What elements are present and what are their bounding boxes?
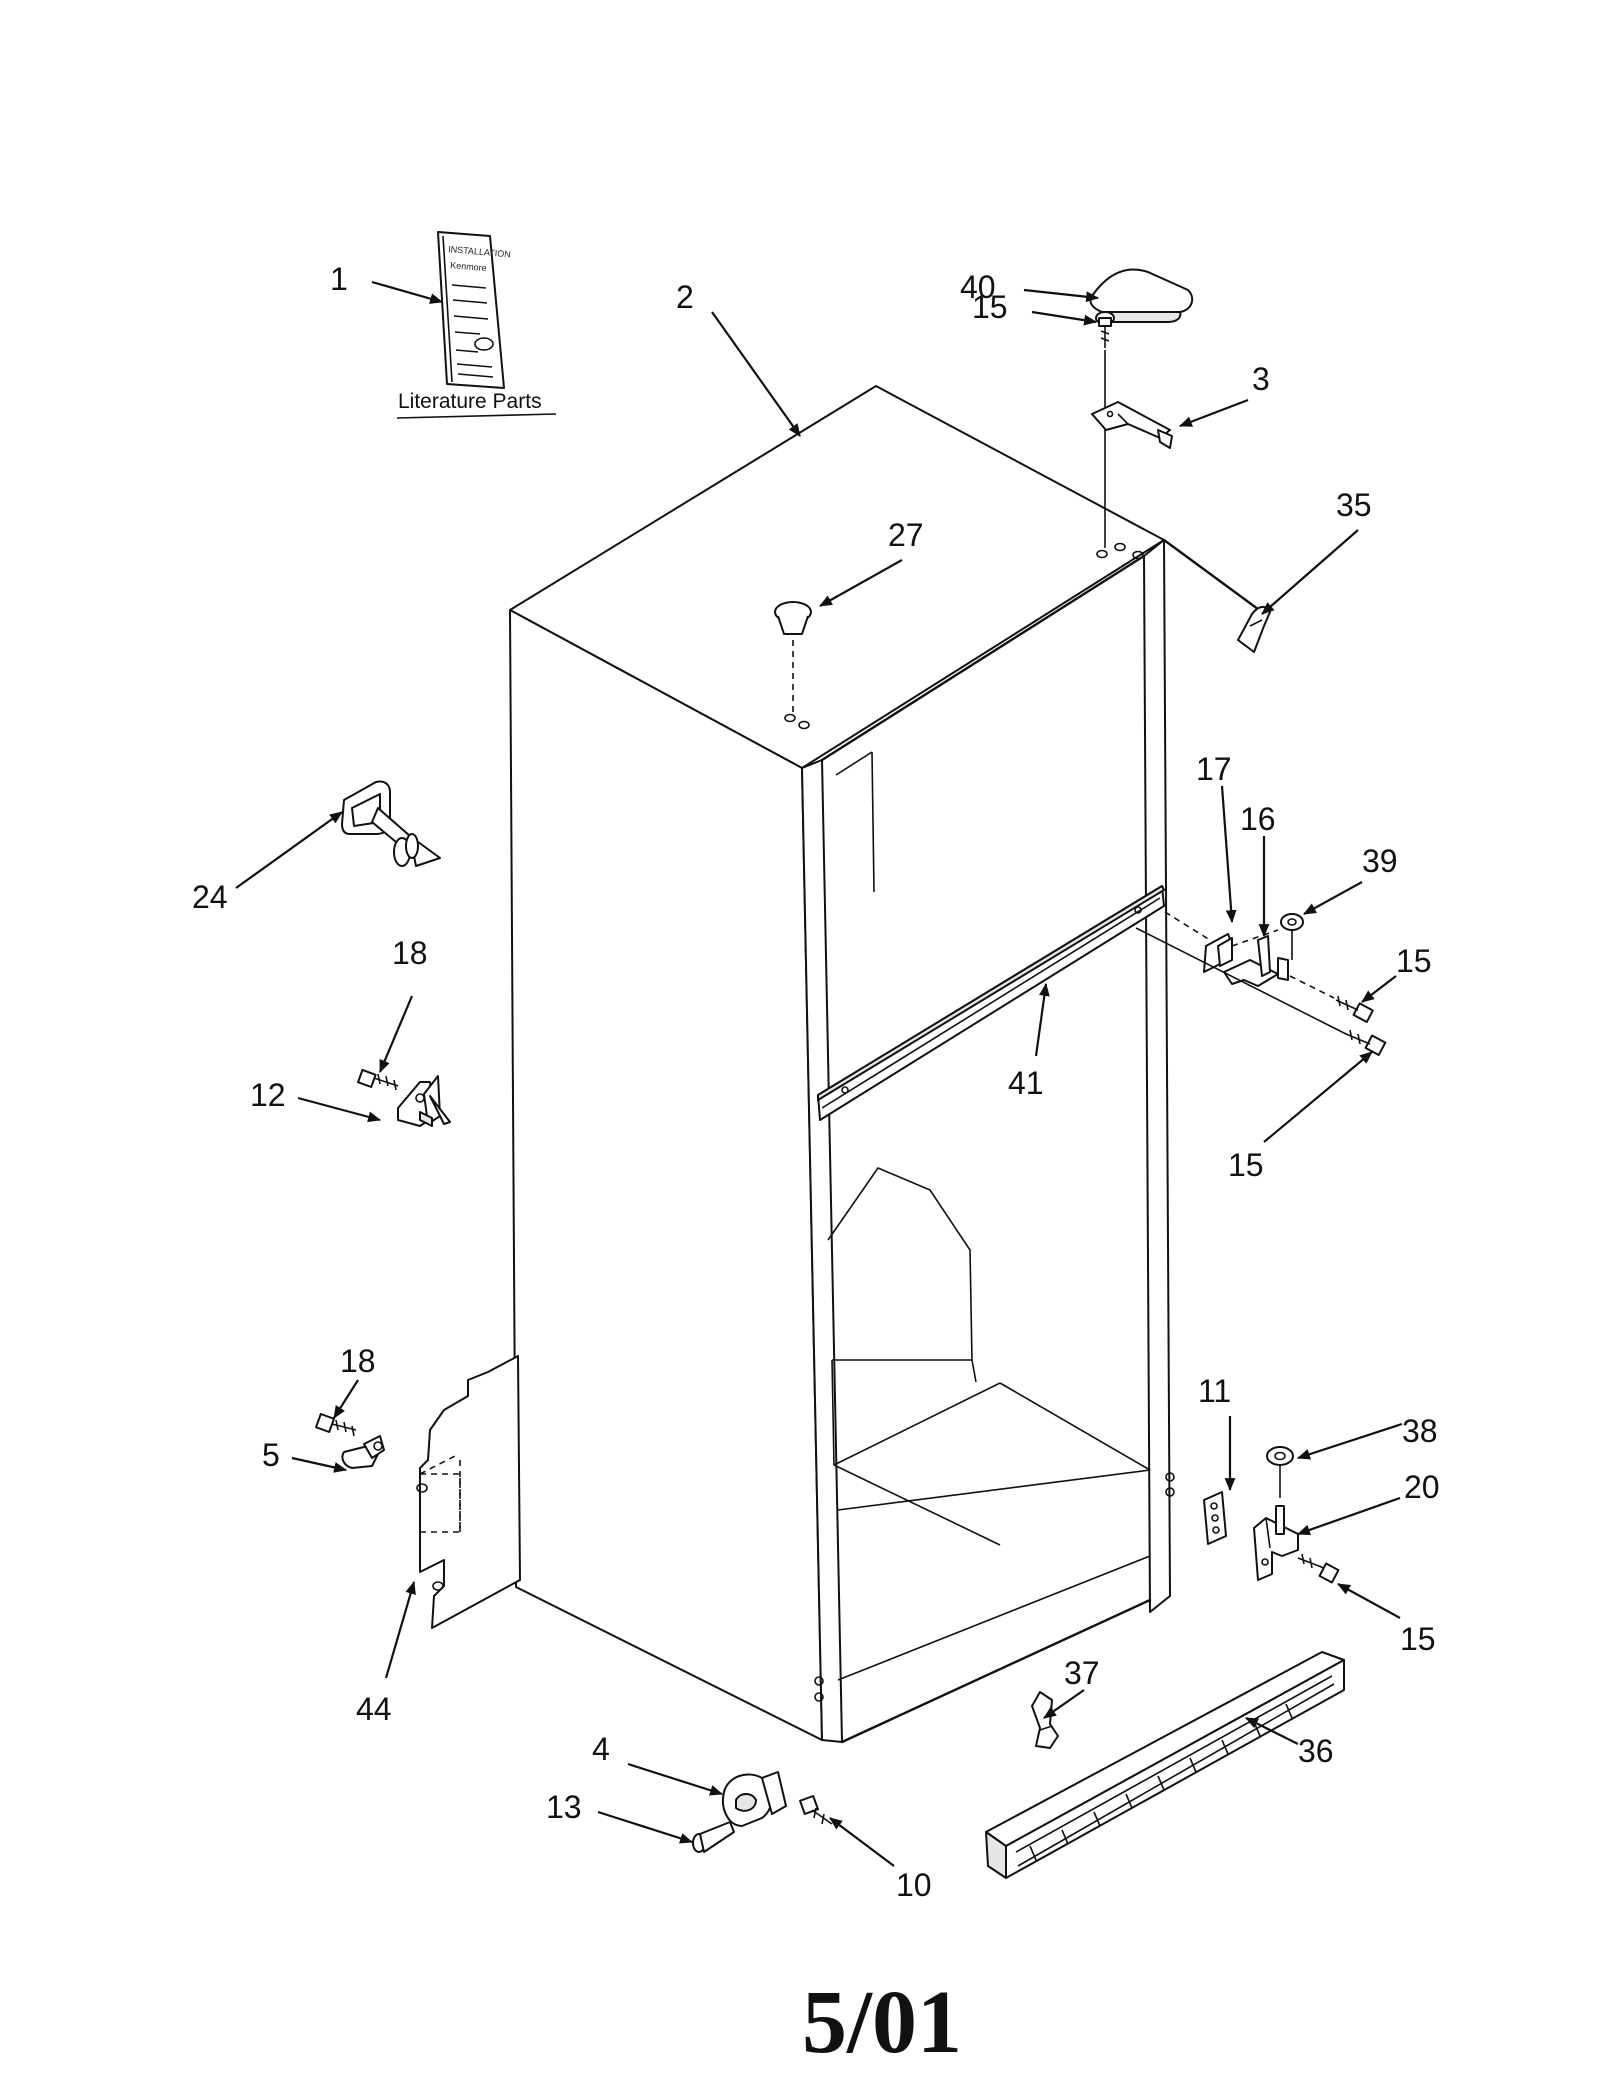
callout-12: 12 xyxy=(250,1077,286,1113)
bracket-screw-18b xyxy=(315,1413,357,1437)
callout-24: 24 xyxy=(192,879,228,915)
callout-37: 37 xyxy=(1064,1655,1100,1691)
top-hinge xyxy=(1091,401,1173,449)
callout-5: 5 xyxy=(262,1437,280,1473)
callout-15-mid: 15 xyxy=(1396,943,1432,979)
callout-27: 27 xyxy=(888,517,924,553)
footer-date: 5/01 xyxy=(802,1973,962,2072)
callout-2: 2 xyxy=(676,279,694,315)
callout-1: 1 xyxy=(330,261,348,297)
callout-17: 17 xyxy=(1196,751,1232,787)
literature-parts-label: Literature Parts xyxy=(398,390,542,413)
callout-44: 44 xyxy=(356,1691,392,1727)
callout-39: 39 xyxy=(1362,843,1398,879)
callout-36: 36 xyxy=(1298,1733,1334,1769)
top-hinge-screw xyxy=(1095,311,1115,548)
center-hinge-17 xyxy=(1164,911,1279,973)
literature-booklet: INSTALLATION Kenmore xyxy=(437,231,511,389)
hinge-washer-38 xyxy=(1266,1446,1294,1498)
callout-labels: 1 2 3 4 5 10 11 12 13 15 15 15 15 16 17 … xyxy=(192,261,1440,1903)
callout-10: 10 xyxy=(896,1867,932,1903)
hinge-shim-11 xyxy=(1203,1491,1227,1545)
callout-3: 3 xyxy=(1252,361,1270,397)
callout-38: 38 xyxy=(1402,1413,1438,1449)
bracket-screw-18a xyxy=(357,1068,399,1091)
center-hinge-16 xyxy=(1223,935,1289,987)
callout-41: 41 xyxy=(1008,1065,1044,1101)
callout-15-bottom: 15 xyxy=(1400,1621,1436,1657)
callout-16: 16 xyxy=(1240,801,1276,837)
roller-screw-10 xyxy=(799,1795,833,1825)
cabinet-plug xyxy=(774,601,812,712)
refrigerator-cabinet xyxy=(509,385,1264,1744)
hinge-screw-15c xyxy=(1135,927,1387,1056)
literature-underline xyxy=(396,413,557,419)
callout-18-lower: 18 xyxy=(340,1343,376,1379)
callout-15-lower: 15 xyxy=(1228,1147,1264,1183)
bracket-clip-5 xyxy=(341,1435,385,1469)
top-hinge-cover xyxy=(1089,268,1194,323)
door-stop xyxy=(1237,606,1271,653)
hinge-washer-39 xyxy=(1280,913,1304,960)
handle-bracket-12 xyxy=(397,1075,451,1127)
callout-40: 40 xyxy=(960,269,996,305)
callout-20: 20 xyxy=(1404,1469,1440,1505)
toe-grille-36 xyxy=(985,1651,1345,1879)
bottom-hinge-20 xyxy=(1253,1505,1299,1581)
leader-lines xyxy=(235,280,1403,1867)
handle-bracket-24 xyxy=(341,780,441,867)
callout-35: 35 xyxy=(1336,487,1372,523)
leveling-leg-4 xyxy=(722,1771,787,1827)
callout-11: 11 xyxy=(1198,1373,1231,1409)
roller-axle-13 xyxy=(692,1821,735,1853)
callout-15-top: 15 xyxy=(972,289,1008,325)
callout-18-upper: 18 xyxy=(392,935,428,971)
grille-clip-37 xyxy=(1031,1691,1059,1749)
hinge-screw-15d xyxy=(1297,1553,1340,1584)
divider-rail xyxy=(817,885,1165,1121)
hinge-screw-15b xyxy=(1289,975,1374,1023)
svg-text:Kenmore: Kenmore xyxy=(450,260,487,273)
lower-left-bracket-44 xyxy=(416,1355,521,1629)
callout-13: 13 xyxy=(546,1789,582,1825)
callout-4: 4 xyxy=(592,1731,610,1767)
